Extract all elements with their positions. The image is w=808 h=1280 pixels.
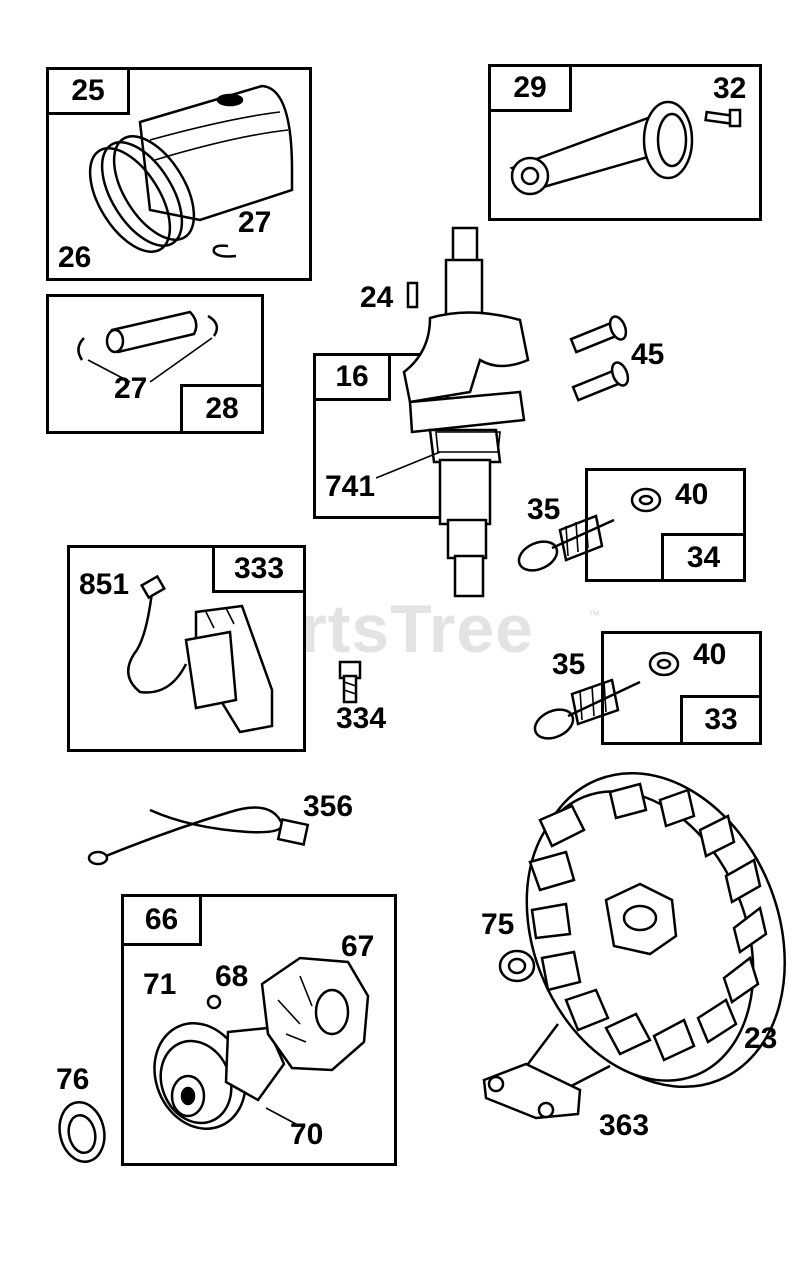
ref-25-tag: 25 xyxy=(46,67,130,115)
ref-66-tag: 66 xyxy=(121,894,202,946)
armature-drawing xyxy=(127,574,274,734)
ref-40-label-upper: 40 xyxy=(675,478,709,511)
ratchet-67-drawing xyxy=(260,956,370,1072)
ref-334-label: 334 xyxy=(336,702,387,735)
ref-363-label: 363 xyxy=(599,1109,650,1142)
screw-334-drawing xyxy=(338,660,362,704)
ref-45-label: 45 xyxy=(631,338,665,371)
ref-28-tag: 28 xyxy=(180,384,264,434)
ref-33-tag: 33 xyxy=(680,695,762,745)
ref-333-tag: 333 xyxy=(212,545,306,593)
starter-clutch-drawing xyxy=(153,994,286,1130)
leader-70 xyxy=(265,1107,297,1125)
connecting-rod-drawing xyxy=(509,100,694,196)
crankshaft-drawing xyxy=(402,226,530,598)
seal-76-drawing xyxy=(58,1101,106,1163)
key-drawing xyxy=(406,281,419,309)
ground-wire-drawing xyxy=(87,806,310,866)
piston-drawing xyxy=(138,84,294,222)
valve-33-drawing xyxy=(533,651,680,740)
ref-26-label: 26 xyxy=(58,241,92,274)
ref-34-tag: 34 xyxy=(661,533,746,582)
ref-741-label: 741 xyxy=(325,470,376,503)
ref-16-tag: 16 xyxy=(313,353,391,401)
ref-24-label: 24 xyxy=(360,281,394,314)
ref-29-tag: 29 xyxy=(488,64,572,112)
ref-75-label: 75 xyxy=(481,908,515,941)
ref-851-label: 851 xyxy=(79,568,130,601)
ref-27-label-piston: 27 xyxy=(238,206,272,239)
valve-34-drawing xyxy=(517,487,662,572)
ref-71-label: 71 xyxy=(143,968,177,1001)
ref-27-label-pin: 27 xyxy=(114,372,148,405)
retainer-clip-drawing xyxy=(212,244,237,258)
ref-67-label: 67 xyxy=(341,930,375,963)
leader-741 xyxy=(375,451,441,479)
bracket-363-drawing xyxy=(482,1023,611,1120)
ref-356-label: 356 xyxy=(303,790,354,823)
ref-32-label: 32 xyxy=(713,72,747,105)
piston-pin-drawing xyxy=(77,310,219,383)
ref-70-label: 70 xyxy=(290,1118,324,1151)
flywheel-drawing xyxy=(525,771,786,1089)
ref-76-label: 76 xyxy=(56,1063,90,1096)
ref-35-label-lower: 35 xyxy=(552,648,586,681)
piston-rings-drawing xyxy=(88,135,196,253)
washer-75-drawing xyxy=(498,949,536,983)
ref-23-label: 23 xyxy=(744,1022,778,1055)
ref-68-label: 68 xyxy=(215,960,249,993)
ref-40-label-lower: 40 xyxy=(693,638,727,671)
bolts-45-drawing xyxy=(569,315,630,402)
ref-35-label-upper: 35 xyxy=(527,493,561,526)
trademark-symbol: ™ xyxy=(588,608,600,622)
rod-bolt-drawing xyxy=(704,108,742,128)
